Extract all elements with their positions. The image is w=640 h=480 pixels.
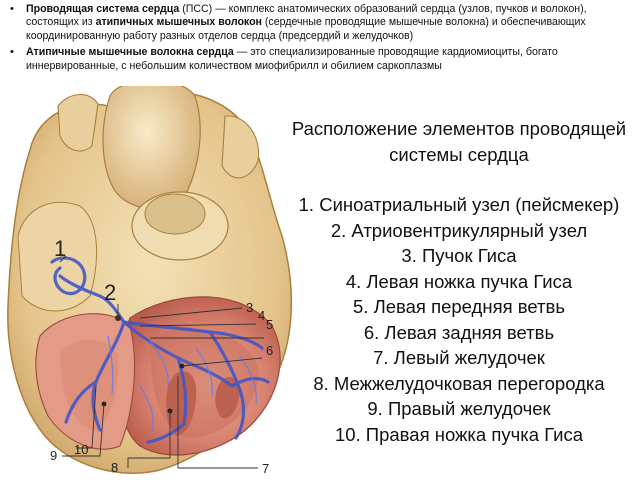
figure-label-5: 5	[266, 317, 273, 332]
bullet-dot: •	[10, 46, 14, 59]
legend-item: 7. Левый желудочек	[373, 347, 545, 368]
legend-item: 1. Синоатриальный узел (пейсмекер)	[298, 194, 620, 215]
bullet-item: • Проводящая система сердца (ПСС) — комп…	[6, 3, 634, 43]
bullet-text: Атипичные мышечные волокна сердца — это …	[26, 46, 558, 71]
legend-item: 9. Правый желудочек	[367, 398, 551, 419]
legend-caption: Расположение элементов проводящей систем…	[286, 116, 632, 447]
legend-item: 10. Правая ножка пучка Гиса	[334, 423, 584, 445]
text-run: — это специализированные проводящие кард…	[26, 46, 558, 72]
legend-item: 2. Атриовентрикулярный узел	[330, 219, 588, 241]
figure-label-1: 1	[54, 236, 66, 261]
figure-label-8: 8	[111, 460, 118, 475]
term: Атипичные мышечные волокна сердца	[26, 46, 234, 59]
term: Проводящая система сердца	[26, 3, 180, 15]
legend-item: 5. Левая передняя ветвь	[353, 296, 565, 317]
heart-illustration: 1 2 3 4 5 6 7 8 9 10	[7, 86, 293, 476]
right-atrium-shape	[17, 201, 97, 312]
figure-label-7: 7	[262, 461, 269, 476]
figure-label-9: 9	[50, 448, 57, 463]
term: атипичных мышечных волокон	[95, 16, 262, 29]
bullet-dot: •	[10, 3, 14, 15]
legend-item: 6. Левая задняя ветвь	[363, 321, 555, 343]
figure-label-2: 2	[104, 280, 116, 305]
text-run: (ПСС) — комплекс анатомических образован…	[26, 3, 587, 29]
caption-title: Расположение элементов проводящей систем…	[291, 118, 627, 165]
papillary-muscle-2	[215, 376, 240, 419]
legend-item: 8. Межжелудочковая перегородка	[313, 372, 605, 394]
papillary-muscle	[166, 371, 197, 436]
text-run: (сердечные проводящие мышечные волокна) …	[26, 16, 586, 42]
definition-list: • Проводящая система сердца (ПСС) — комп…	[6, 3, 634, 76]
bullet-item: • Атипичные мышечные волокна сердца — эт…	[6, 46, 634, 73]
figure-label-4: 4	[258, 308, 265, 323]
bullet-text: Проводящая система сердца (ПСС) — компле…	[26, 3, 587, 42]
figure-label-10: 10	[74, 442, 88, 457]
vessel-shape-2	[221, 115, 260, 179]
vessel-shape	[57, 93, 99, 152]
valve-opening-shape	[144, 193, 206, 235]
legend-item: 4. Левая ножка пучка Гиса	[345, 270, 573, 292]
aorta-shape	[102, 86, 201, 210]
figure-label-6: 6	[266, 343, 273, 358]
legend-item: 3. Пучок Гиса	[401, 245, 517, 266]
figure-label-3: 3	[246, 300, 253, 315]
conduction-system	[50, 256, 270, 444]
leader-lines	[59, 255, 264, 469]
